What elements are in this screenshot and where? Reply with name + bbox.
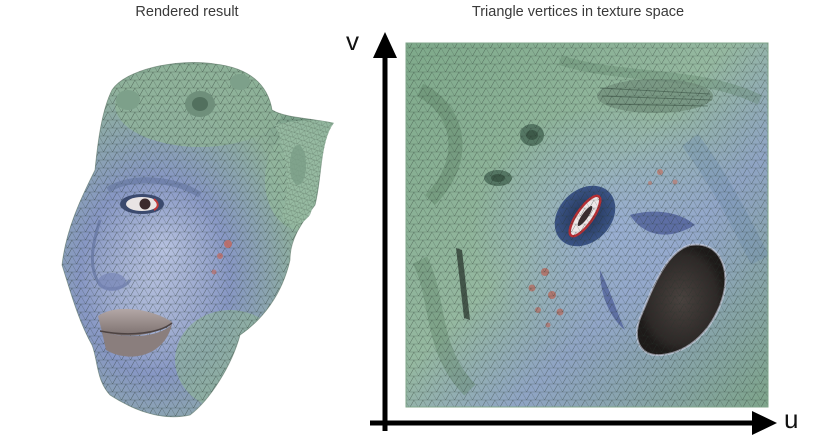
- v-axis-label: v: [346, 26, 359, 56]
- eye-illustration: [120, 194, 164, 214]
- v-axis: [373, 32, 397, 431]
- u-axis-label: u: [784, 404, 799, 434]
- rendered-head-illustration: [61, 62, 334, 418]
- u-axis: [370, 411, 777, 435]
- u-axis-arrowhead: [752, 411, 777, 435]
- texture-map-illustration: [406, 43, 768, 407]
- v-axis-arrowhead: [373, 32, 397, 58]
- lips-illustration: [98, 308, 173, 357]
- rendered-result-caption: Rendered result: [135, 4, 239, 20]
- texture-space-caption: Triangle vertices in texture space: [471, 4, 685, 20]
- texture-map-border: [405, 42, 769, 408]
